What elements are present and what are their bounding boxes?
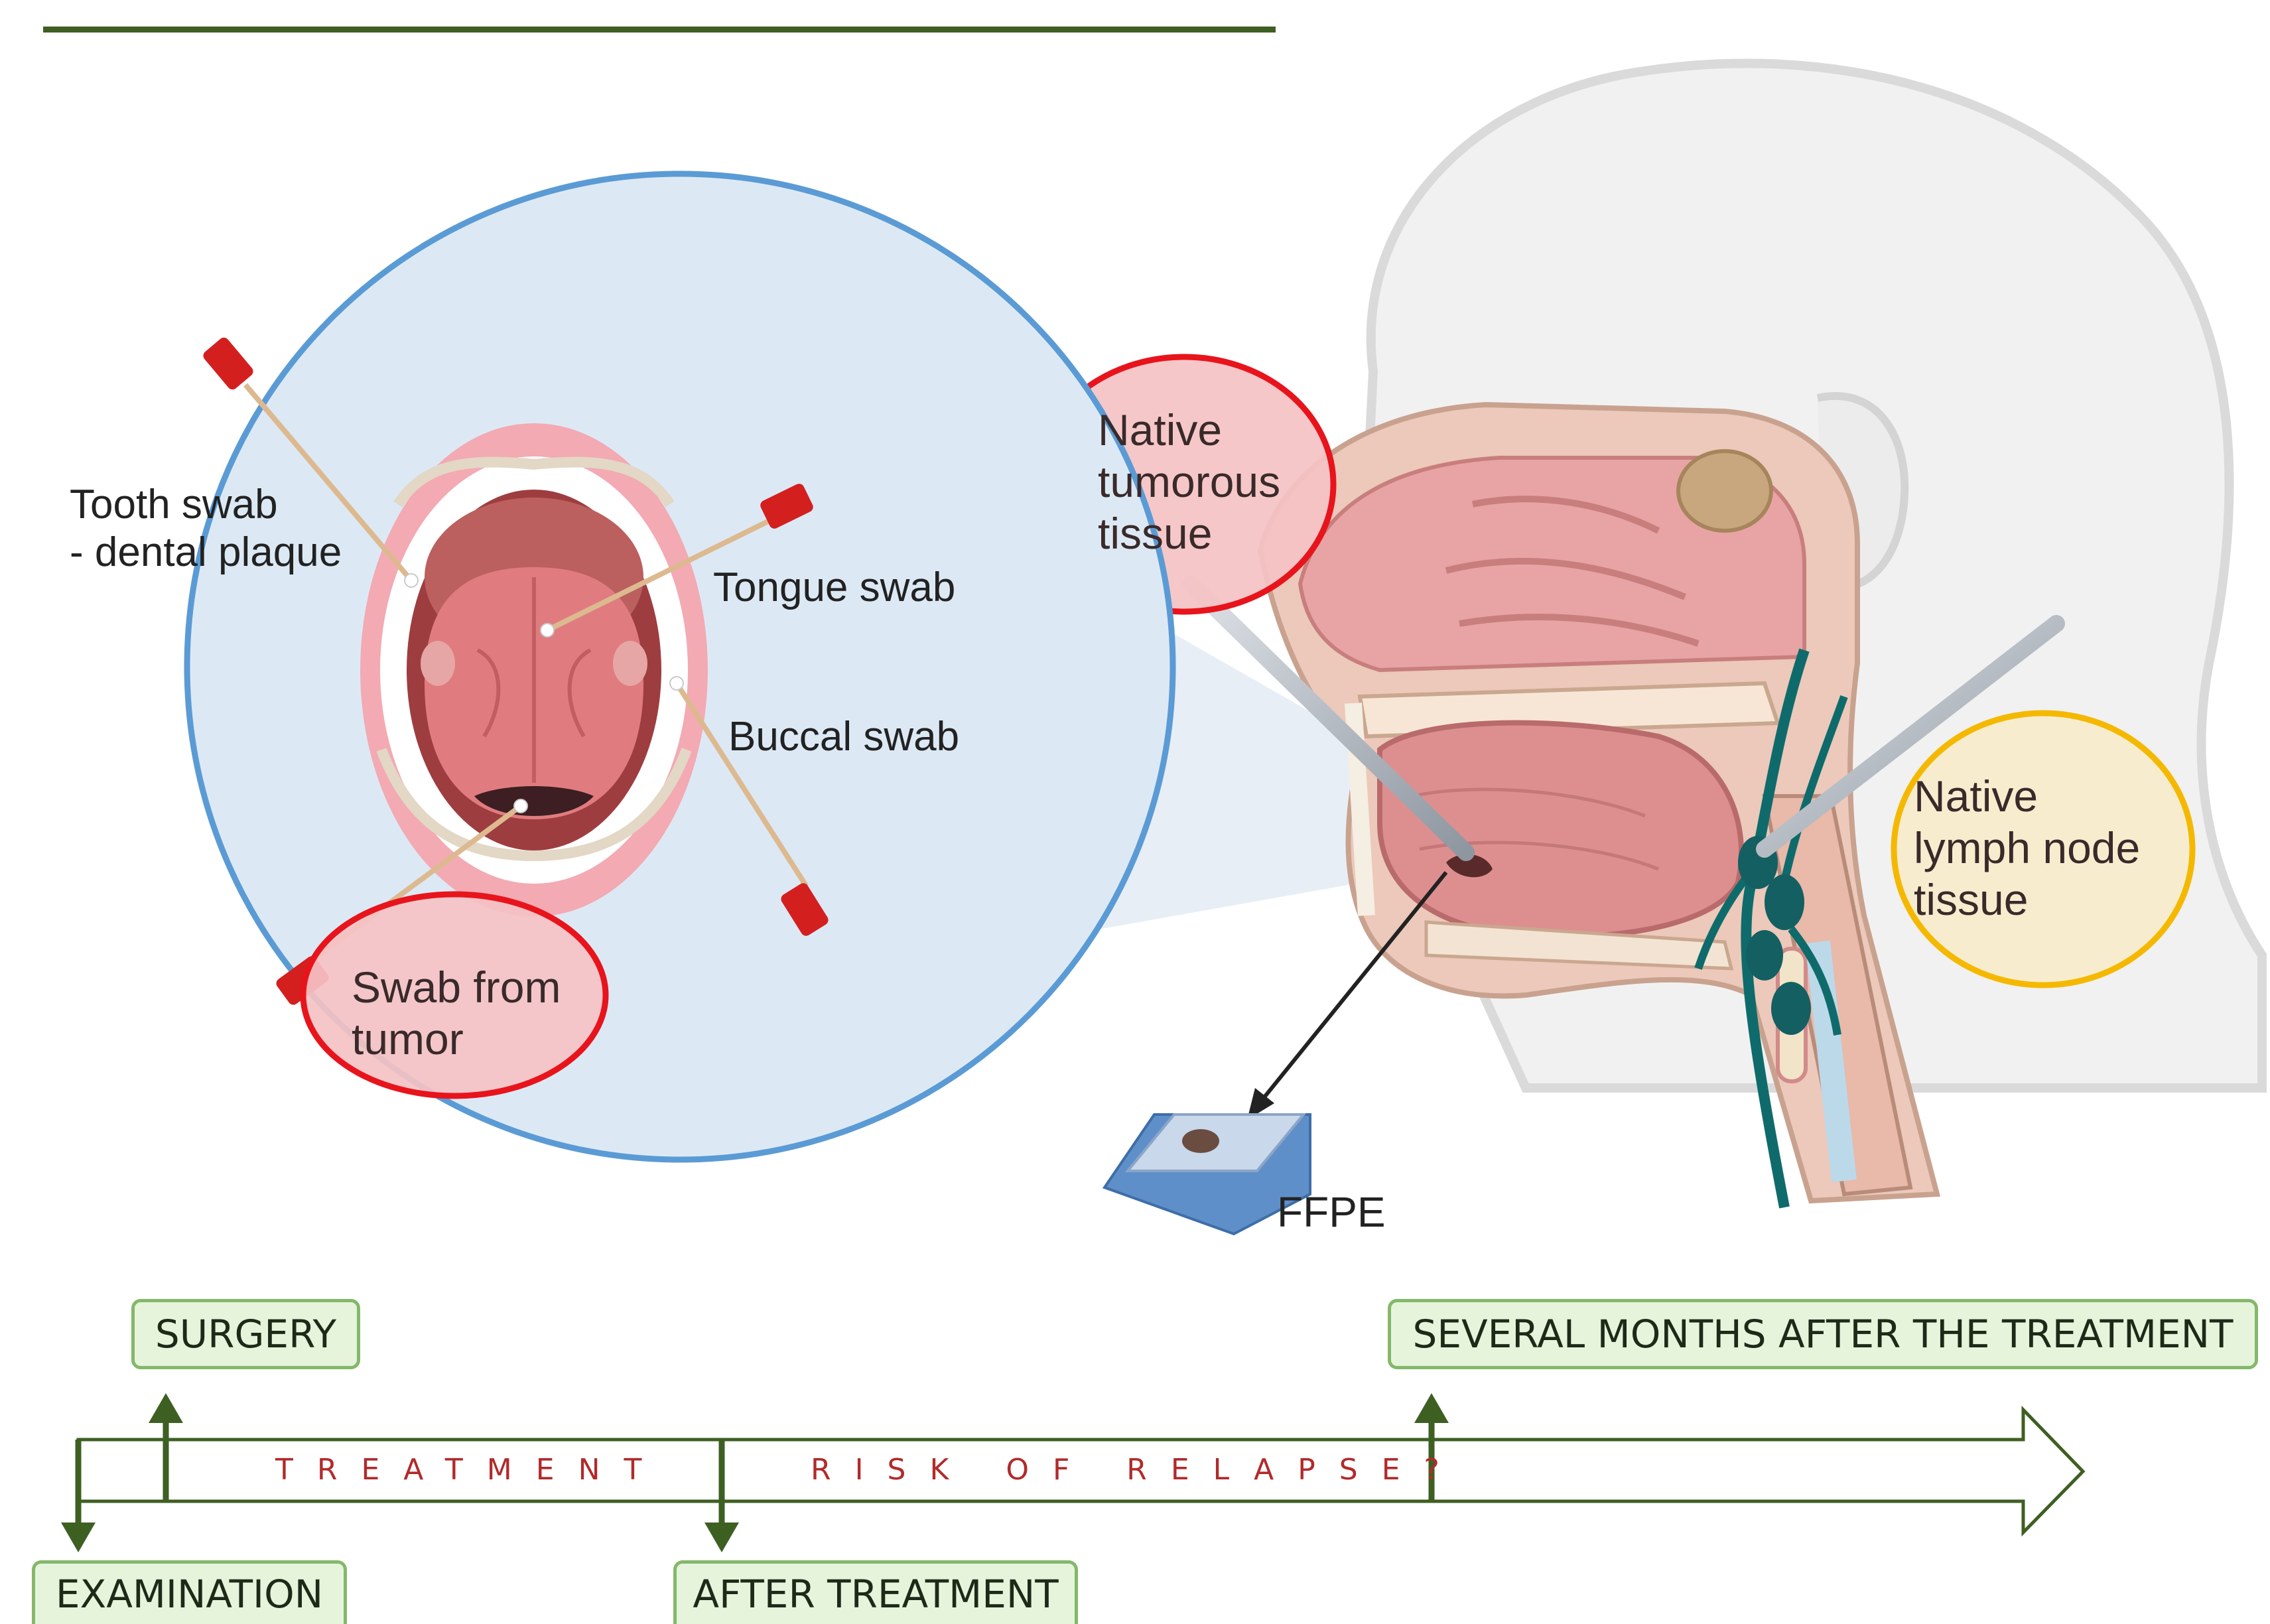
open-mouth <box>360 423 708 917</box>
timeline-surgery-box: SURGERY <box>131 1299 360 1369</box>
phase-relapse-label: RISK OF RELAPSE? <box>811 1453 1463 1487</box>
header-rule <box>43 27 1276 33</box>
label-native-tumorous-tissue: Native tumorous tissue <box>1098 405 1280 560</box>
label-swab-from-tumor: Swab from tumor <box>352 962 561 1065</box>
label-tongue-swab: Tongue swab <box>713 564 955 612</box>
timeline-examination-box: EXAMINATION <box>32 1560 347 1624</box>
label-buccal-swab: Buccal swab <box>728 713 959 761</box>
label-tooth-swab-line2: - dental plaque <box>70 529 342 576</box>
phase-treatment-label: TREATMENT <box>275 1453 665 1487</box>
label-swab-from-tumor-line1: Swab from <box>352 962 561 1014</box>
label-lymph-line3: tissue <box>1914 874 2140 926</box>
label-tumor-line1: Native <box>1098 405 1280 456</box>
label-tumor-line2: tumorous <box>1098 456 1280 508</box>
timeline-several-months-box: SEVERAL MONTHS AFTER THE TREATMENT <box>1388 1299 2258 1369</box>
label-lymph-line2: lymph node <box>1914 823 2140 874</box>
label-native-lymph-node-tissue: Native lymph node tissue <box>1914 771 2140 926</box>
timeline-after-treatment-box: AFTER TREATMENT <box>673 1560 1078 1624</box>
label-swab-from-tumor-line2: tumor <box>352 1014 561 1065</box>
label-tumor-line3: tissue <box>1098 508 1280 560</box>
label-lymph-line1: Native <box>1914 771 2140 823</box>
label-ffpe: FFPE <box>1277 1187 1386 1237</box>
label-tooth-swab: Tooth swab - dental plaque <box>70 481 342 576</box>
label-tooth-swab-line1: Tooth swab <box>70 481 342 529</box>
